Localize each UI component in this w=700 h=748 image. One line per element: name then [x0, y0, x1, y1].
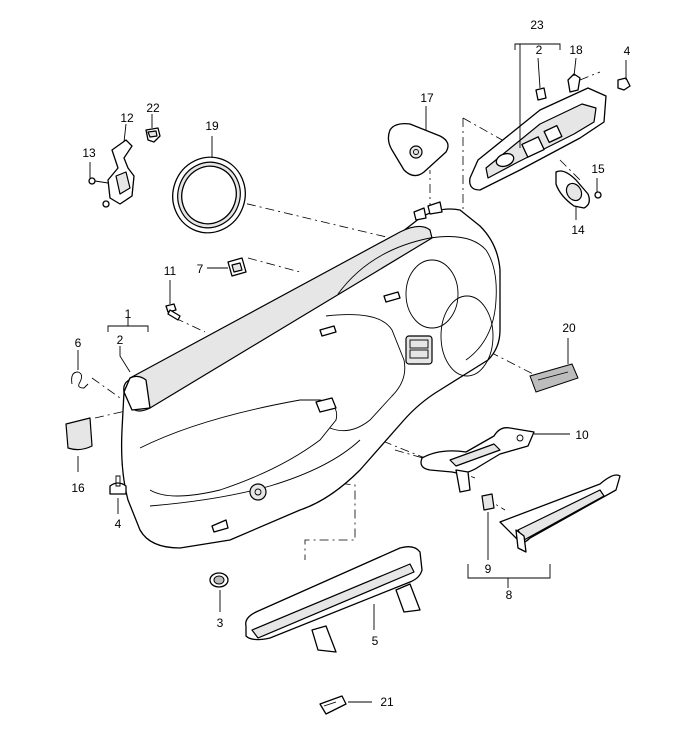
part-1-door-panel [120, 201, 501, 549]
part-21-clip [319, 695, 347, 715]
callout-11: 11 [164, 264, 177, 278]
callout-2-lower: 2 [117, 333, 124, 347]
callout-17: 17 [420, 91, 434, 105]
callout-12: 12 [120, 111, 134, 125]
part-19-speaker-ring [172, 156, 246, 234]
callout-13: 13 [82, 146, 96, 160]
callout-labels: 23 2 18 4 12 22 13 19 17 15 14 11 7 1 2 … [71, 18, 630, 709]
callout-1: 1 [125, 307, 132, 321]
part-6-spring-clip [71, 371, 89, 389]
callout-8: 8 [506, 588, 513, 602]
callout-22: 22 [146, 101, 160, 115]
callout-21: 21 [380, 695, 394, 709]
callout-16: 16 [71, 481, 85, 495]
part-14-tweeter-cover [555, 170, 602, 209]
part-3-grommet [209, 572, 229, 588]
part-7-clip [227, 257, 247, 277]
part-20-badge [529, 363, 579, 393]
part-5-armrest-bar [245, 546, 423, 653]
callout-23: 23 [530, 18, 544, 32]
part-17-mirror-trim [387, 122, 449, 177]
callout-18: 18 [569, 43, 583, 57]
part-16-cover-cap [65, 417, 93, 451]
part-4-screw-lower [109, 475, 127, 495]
callout-4-lower: 4 [115, 517, 122, 531]
callout-10: 10 [575, 428, 589, 442]
leader-lines [77, 43, 627, 703]
part-11-bolt [165, 303, 181, 321]
part-23-upper-trim [469, 73, 631, 191]
part-8-armrest-cover [499, 474, 621, 553]
callout-9: 9 [485, 562, 492, 576]
callout-5: 5 [372, 634, 379, 648]
callout-19: 19 [205, 119, 219, 133]
callout-2-upper: 2 [536, 43, 543, 57]
part-10-door-handle [420, 427, 535, 493]
callout-6: 6 [75, 336, 82, 350]
part-22-clip [145, 127, 161, 143]
callout-15: 15 [591, 162, 605, 176]
part-9-clip [481, 493, 495, 511]
callout-20: 20 [562, 321, 576, 335]
callout-4-upper: 4 [624, 44, 631, 58]
part-12-door-latch [88, 139, 135, 208]
callout-3: 3 [217, 616, 224, 630]
callout-7: 7 [197, 262, 204, 276]
callout-14: 14 [571, 223, 585, 237]
